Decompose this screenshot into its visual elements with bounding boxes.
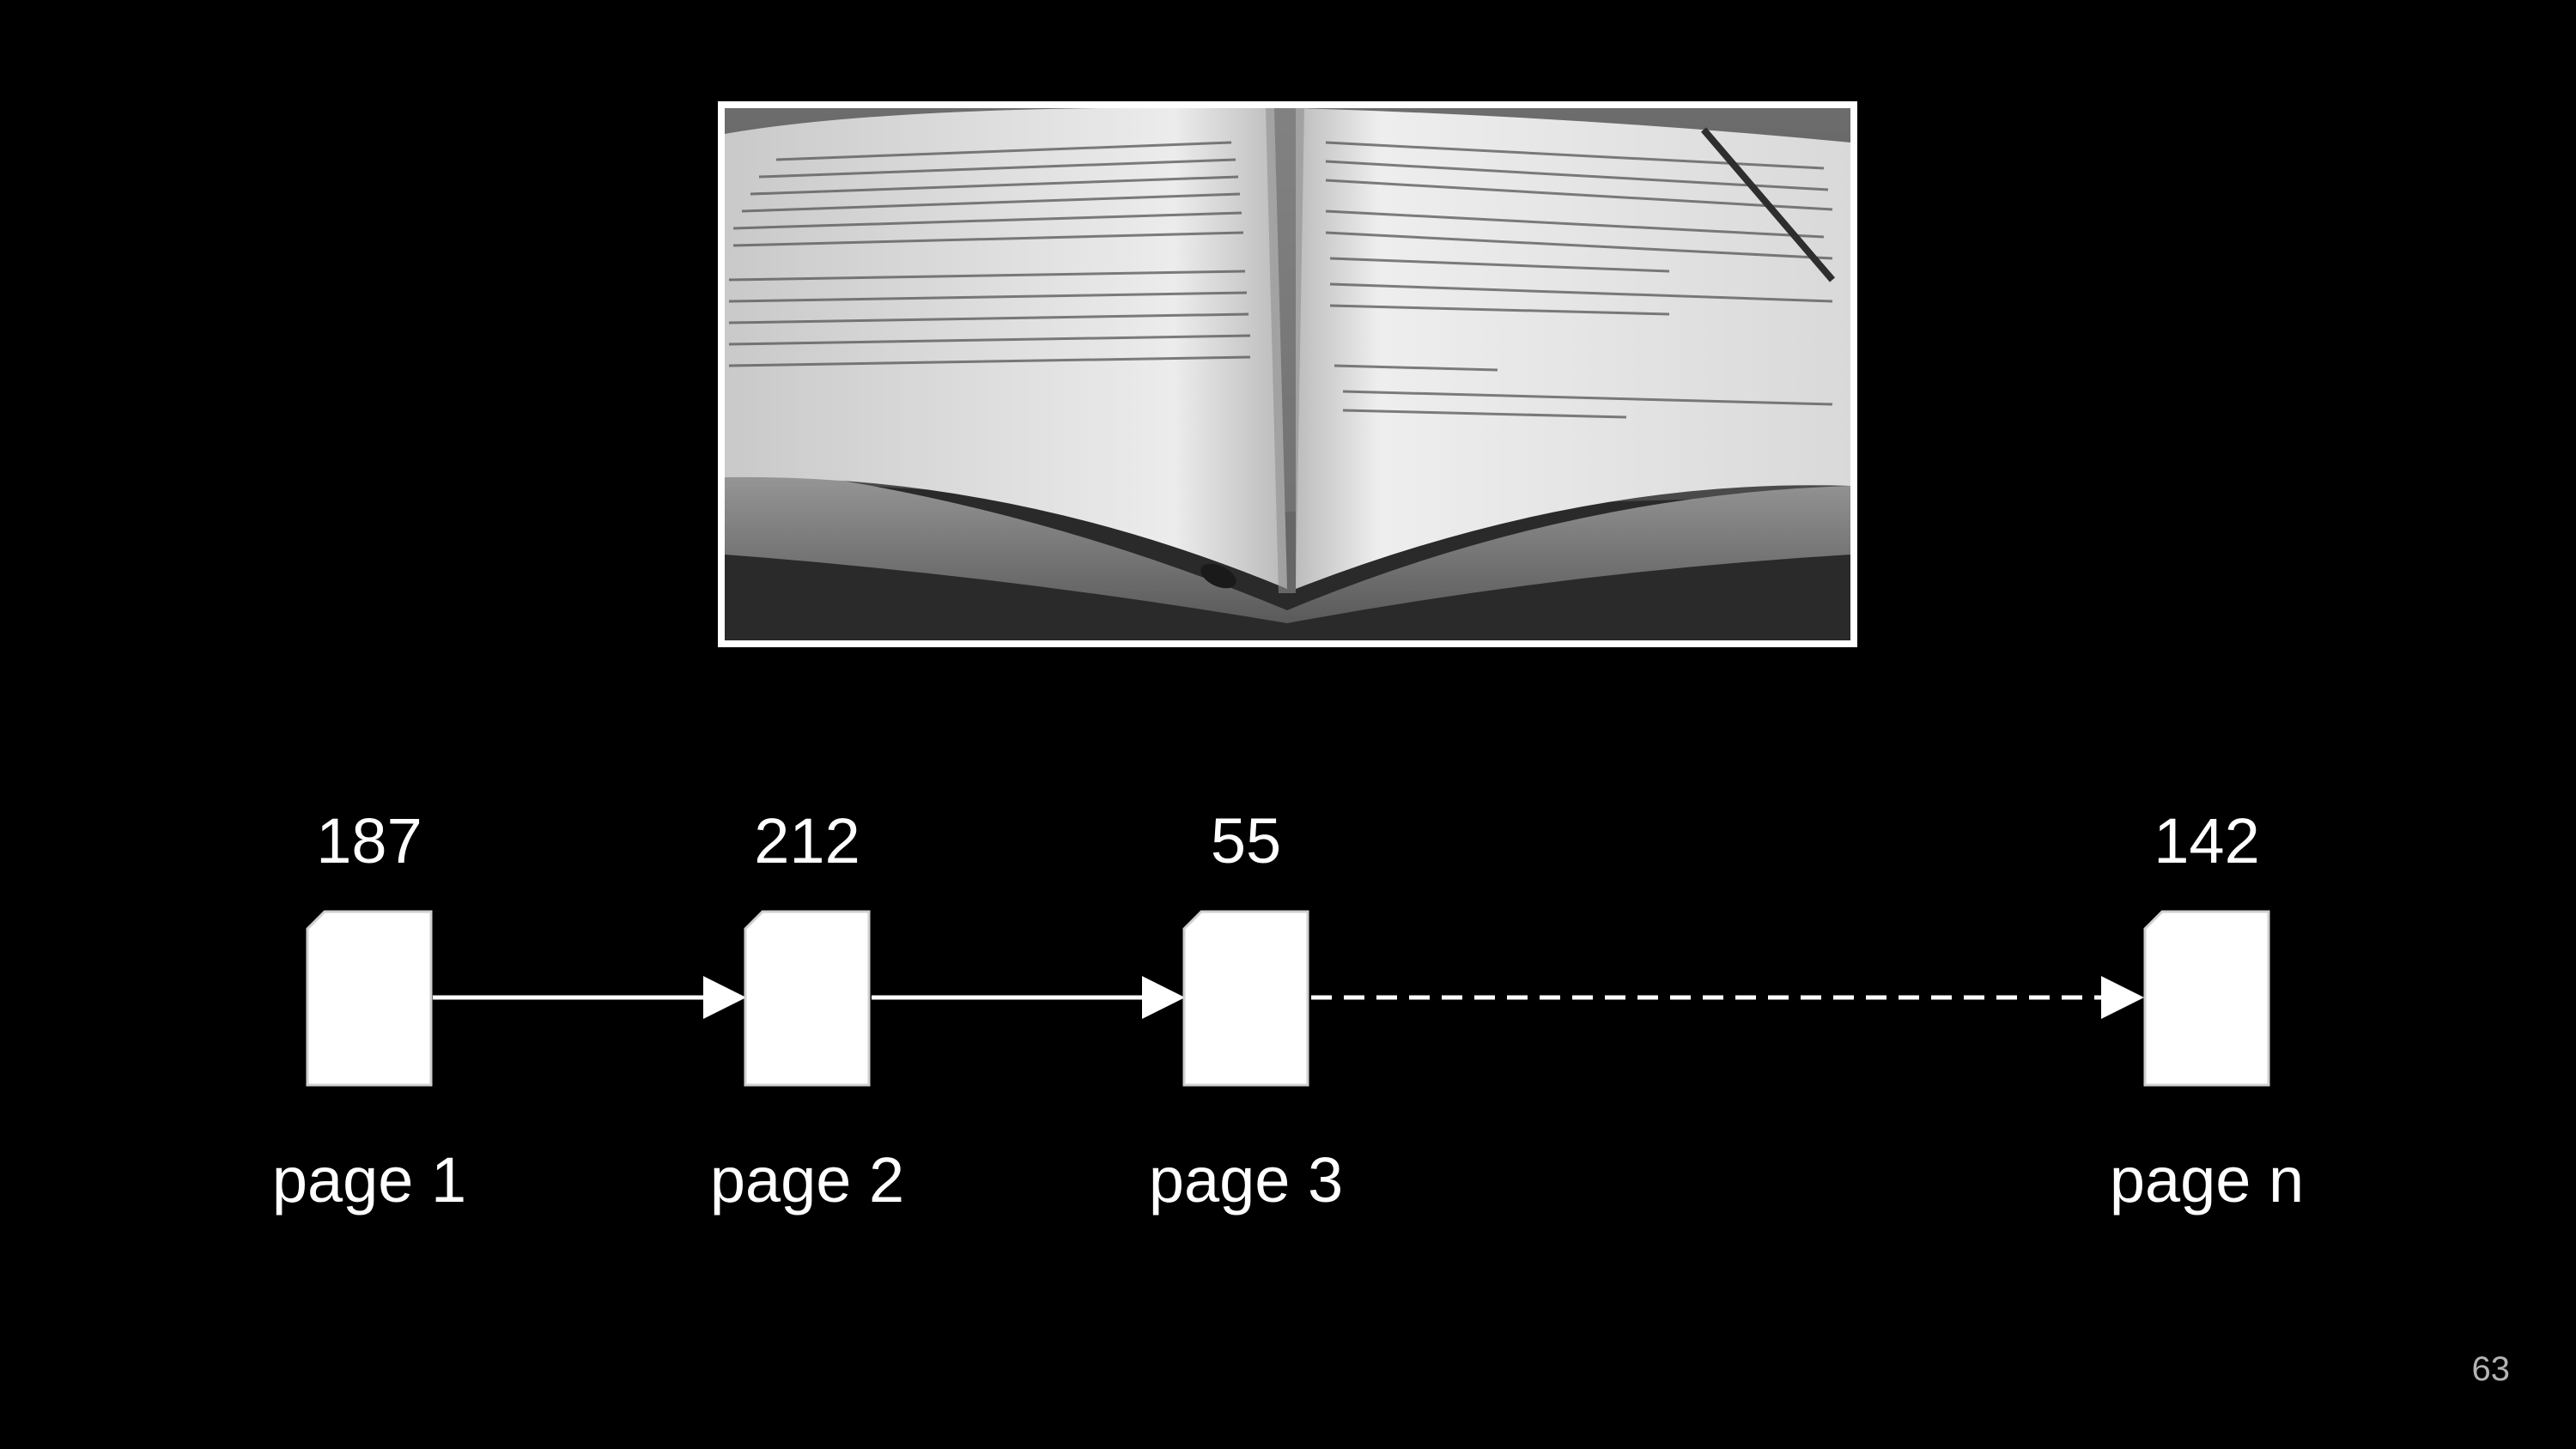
page-icon	[744, 910, 871, 1087]
book-photo	[718, 101, 1857, 647]
page-icon	[2143, 910, 2270, 1087]
page-value: 55	[1210, 805, 1282, 876]
page-label: page 2	[709, 1144, 905, 1216]
page-icon	[306, 910, 433, 1087]
open-book-photo-icon	[725, 108, 1850, 640]
page-value: 187	[316, 805, 422, 876]
page-icon	[1182, 910, 1309, 1087]
page-label: page 3	[1148, 1144, 1344, 1216]
page-label: page n	[2109, 1144, 2305, 1216]
page-value: 142	[2154, 805, 2260, 876]
slide-number: 63	[2471, 1350, 2511, 1388]
page-label: page 1	[271, 1144, 467, 1216]
page-value: 212	[754, 805, 860, 876]
